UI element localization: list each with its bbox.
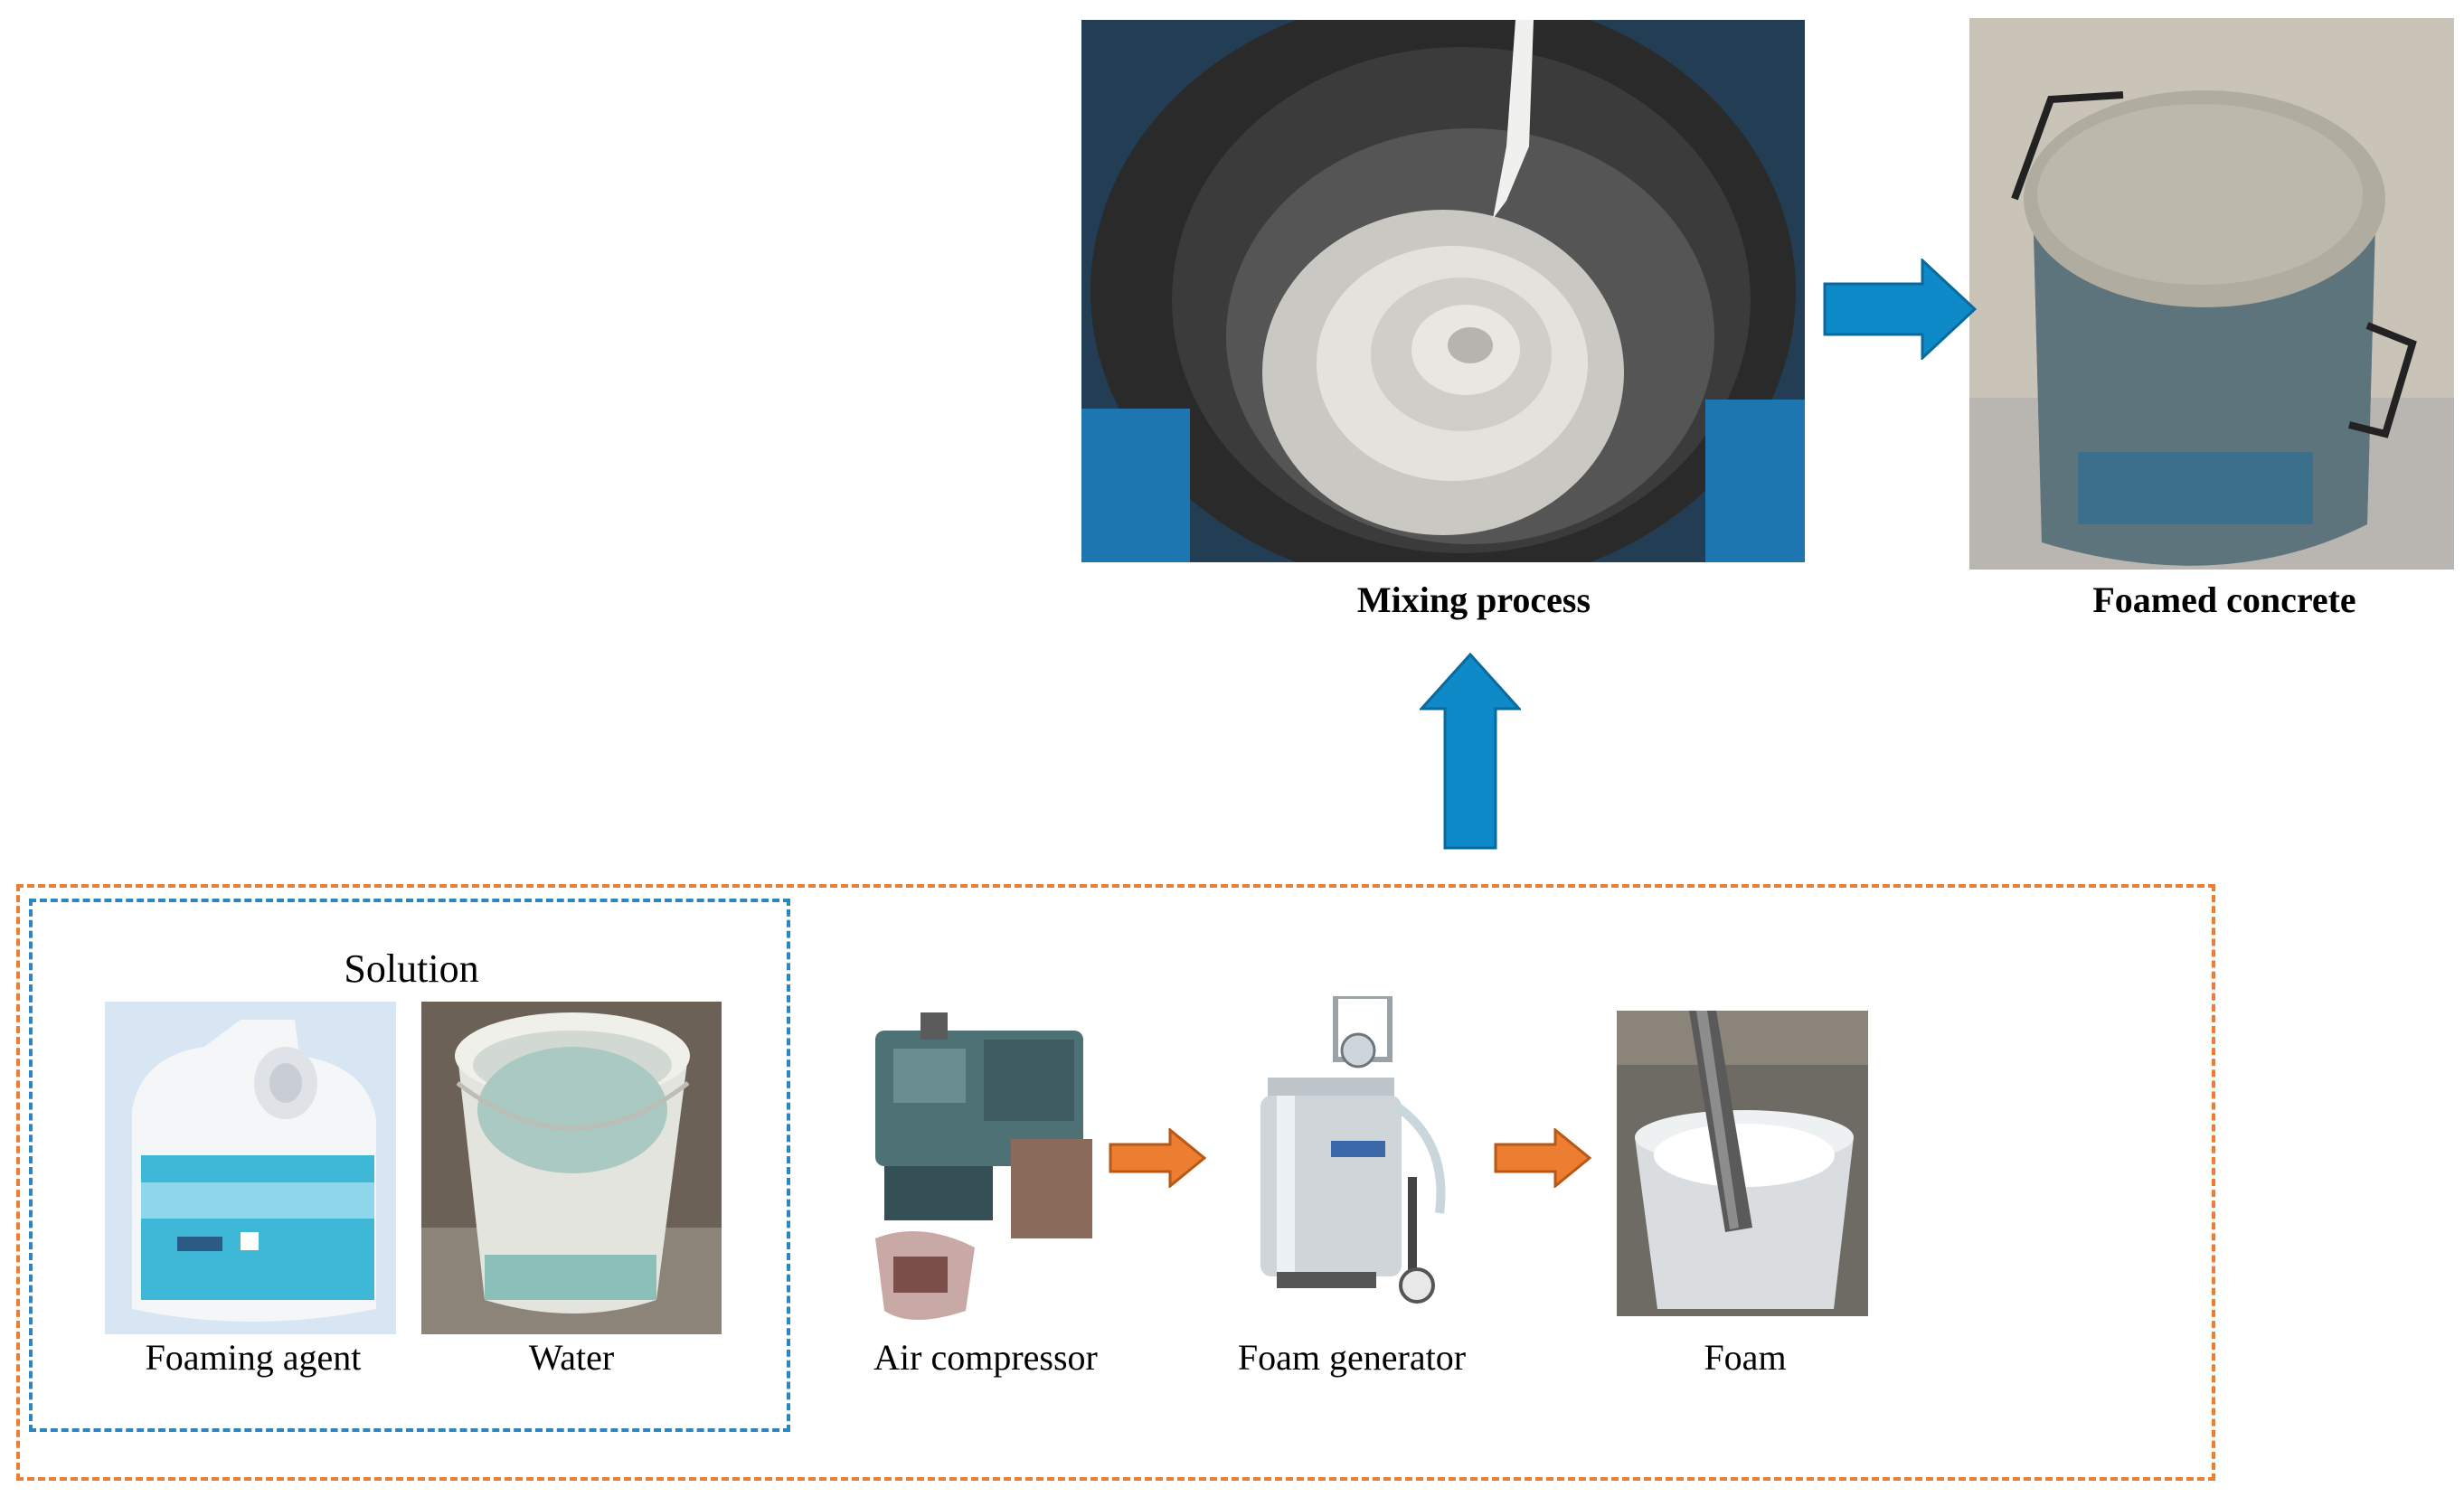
mixing-process-photo [1081, 20, 1805, 562]
mixing-process-label: Mixing process [1356, 579, 1591, 620]
air-compressor-label: Air compressor [873, 1337, 1098, 1378]
foamed-concrete-photo [1969, 18, 2454, 570]
arrow-compressor-to-generator [1109, 1128, 1206, 1188]
water-bucket-photo [421, 1002, 722, 1334]
foam-label: Foam [1704, 1337, 1787, 1378]
arrow-up-main-shape [1420, 653, 1521, 850]
arrow-right-main-shape [1823, 259, 1977, 360]
air-compressor-photo [866, 1003, 1103, 1329]
arrow-generator-to-foam [1494, 1128, 1591, 1188]
foam-generator-label: Foam generator [1237, 1337, 1467, 1378]
foam-production-group-frame [16, 884, 2215, 1481]
arrow-compressor-to-generator-shape [1109, 1128, 1206, 1188]
arrow-up-main [1420, 653, 1521, 850]
foaming-agent-label: Foaming agent [145, 1337, 362, 1378]
foam-generator-photo [1241, 996, 1458, 1311]
arrow-generator-to-foam-shape [1494, 1128, 1591, 1188]
solution-group-frame [29, 899, 790, 1432]
arrow-right-main [1823, 259, 1977, 360]
solution-label: Solution [344, 946, 479, 991]
foamed-concrete-label: Foamed concrete [2092, 579, 2356, 620]
foaming-agent-photo [105, 1002, 396, 1334]
water-label: Water [528, 1337, 615, 1378]
foam-photo [1617, 1011, 1868, 1316]
